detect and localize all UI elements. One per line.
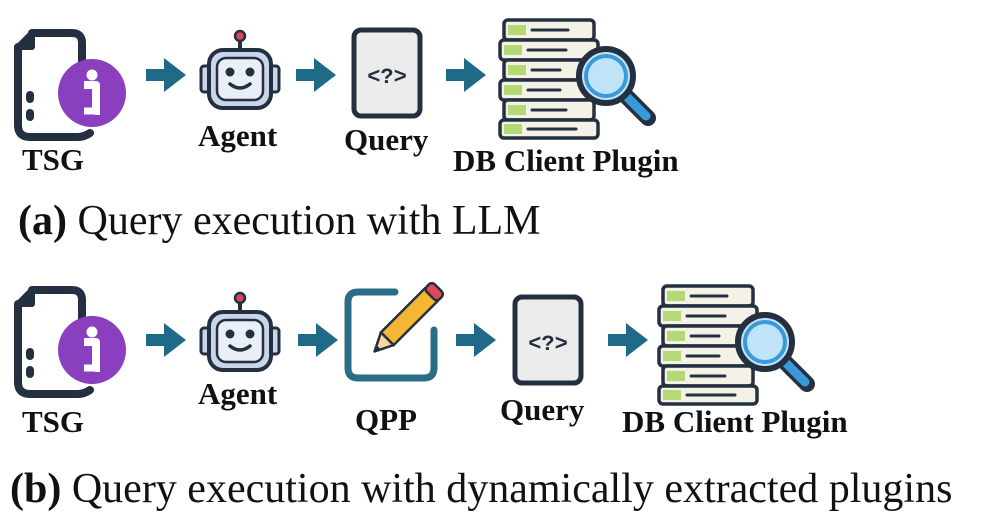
- node-label-tsg: TSG: [22, 142, 85, 177]
- arrow-icon: [456, 323, 496, 357]
- node-label-db-client-plugin: DB Client Plugin: [453, 143, 679, 178]
- caption-a-text: Query execution with LLM: [77, 198, 541, 244]
- node-label-db-client-plugin: DB Client Plugin: [622, 404, 848, 439]
- document-info-icon: [18, 290, 126, 394]
- robot-icon: [199, 29, 281, 110]
- arrow-icon: [146, 58, 186, 92]
- code-query-icon: [515, 297, 581, 383]
- caption-b-tag: (b): [10, 466, 62, 512]
- arrow-icon: [296, 58, 336, 92]
- arrow-icon: [146, 323, 186, 357]
- node-label-qpp: QPP: [355, 402, 417, 437]
- database-search-icon: [659, 286, 807, 404]
- document-info-icon: [18, 33, 126, 137]
- caption-a-tag: (a): [18, 198, 67, 244]
- caption-b: (b) Query execution with dynamically ext…: [10, 468, 952, 510]
- edit-pencil-icon: [348, 281, 445, 378]
- code-query-icon: [354, 30, 420, 116]
- robot-icon: [199, 291, 281, 372]
- caption-a: (a) Query execution with LLM: [18, 200, 541, 242]
- database-search-icon: [500, 20, 648, 138]
- arrow-icon: [608, 323, 648, 357]
- arrow-icon: [298, 323, 338, 357]
- caption-b-text: Query execution with dynamically extract…: [71, 466, 953, 512]
- node-label-query: Query: [500, 392, 585, 427]
- node-label-agent: Agent: [198, 118, 278, 153]
- node-label-query: Query: [344, 122, 429, 157]
- node-label-tsg: TSG: [22, 404, 85, 439]
- arrow-icon: [446, 58, 486, 92]
- node-label-agent: Agent: [198, 376, 278, 411]
